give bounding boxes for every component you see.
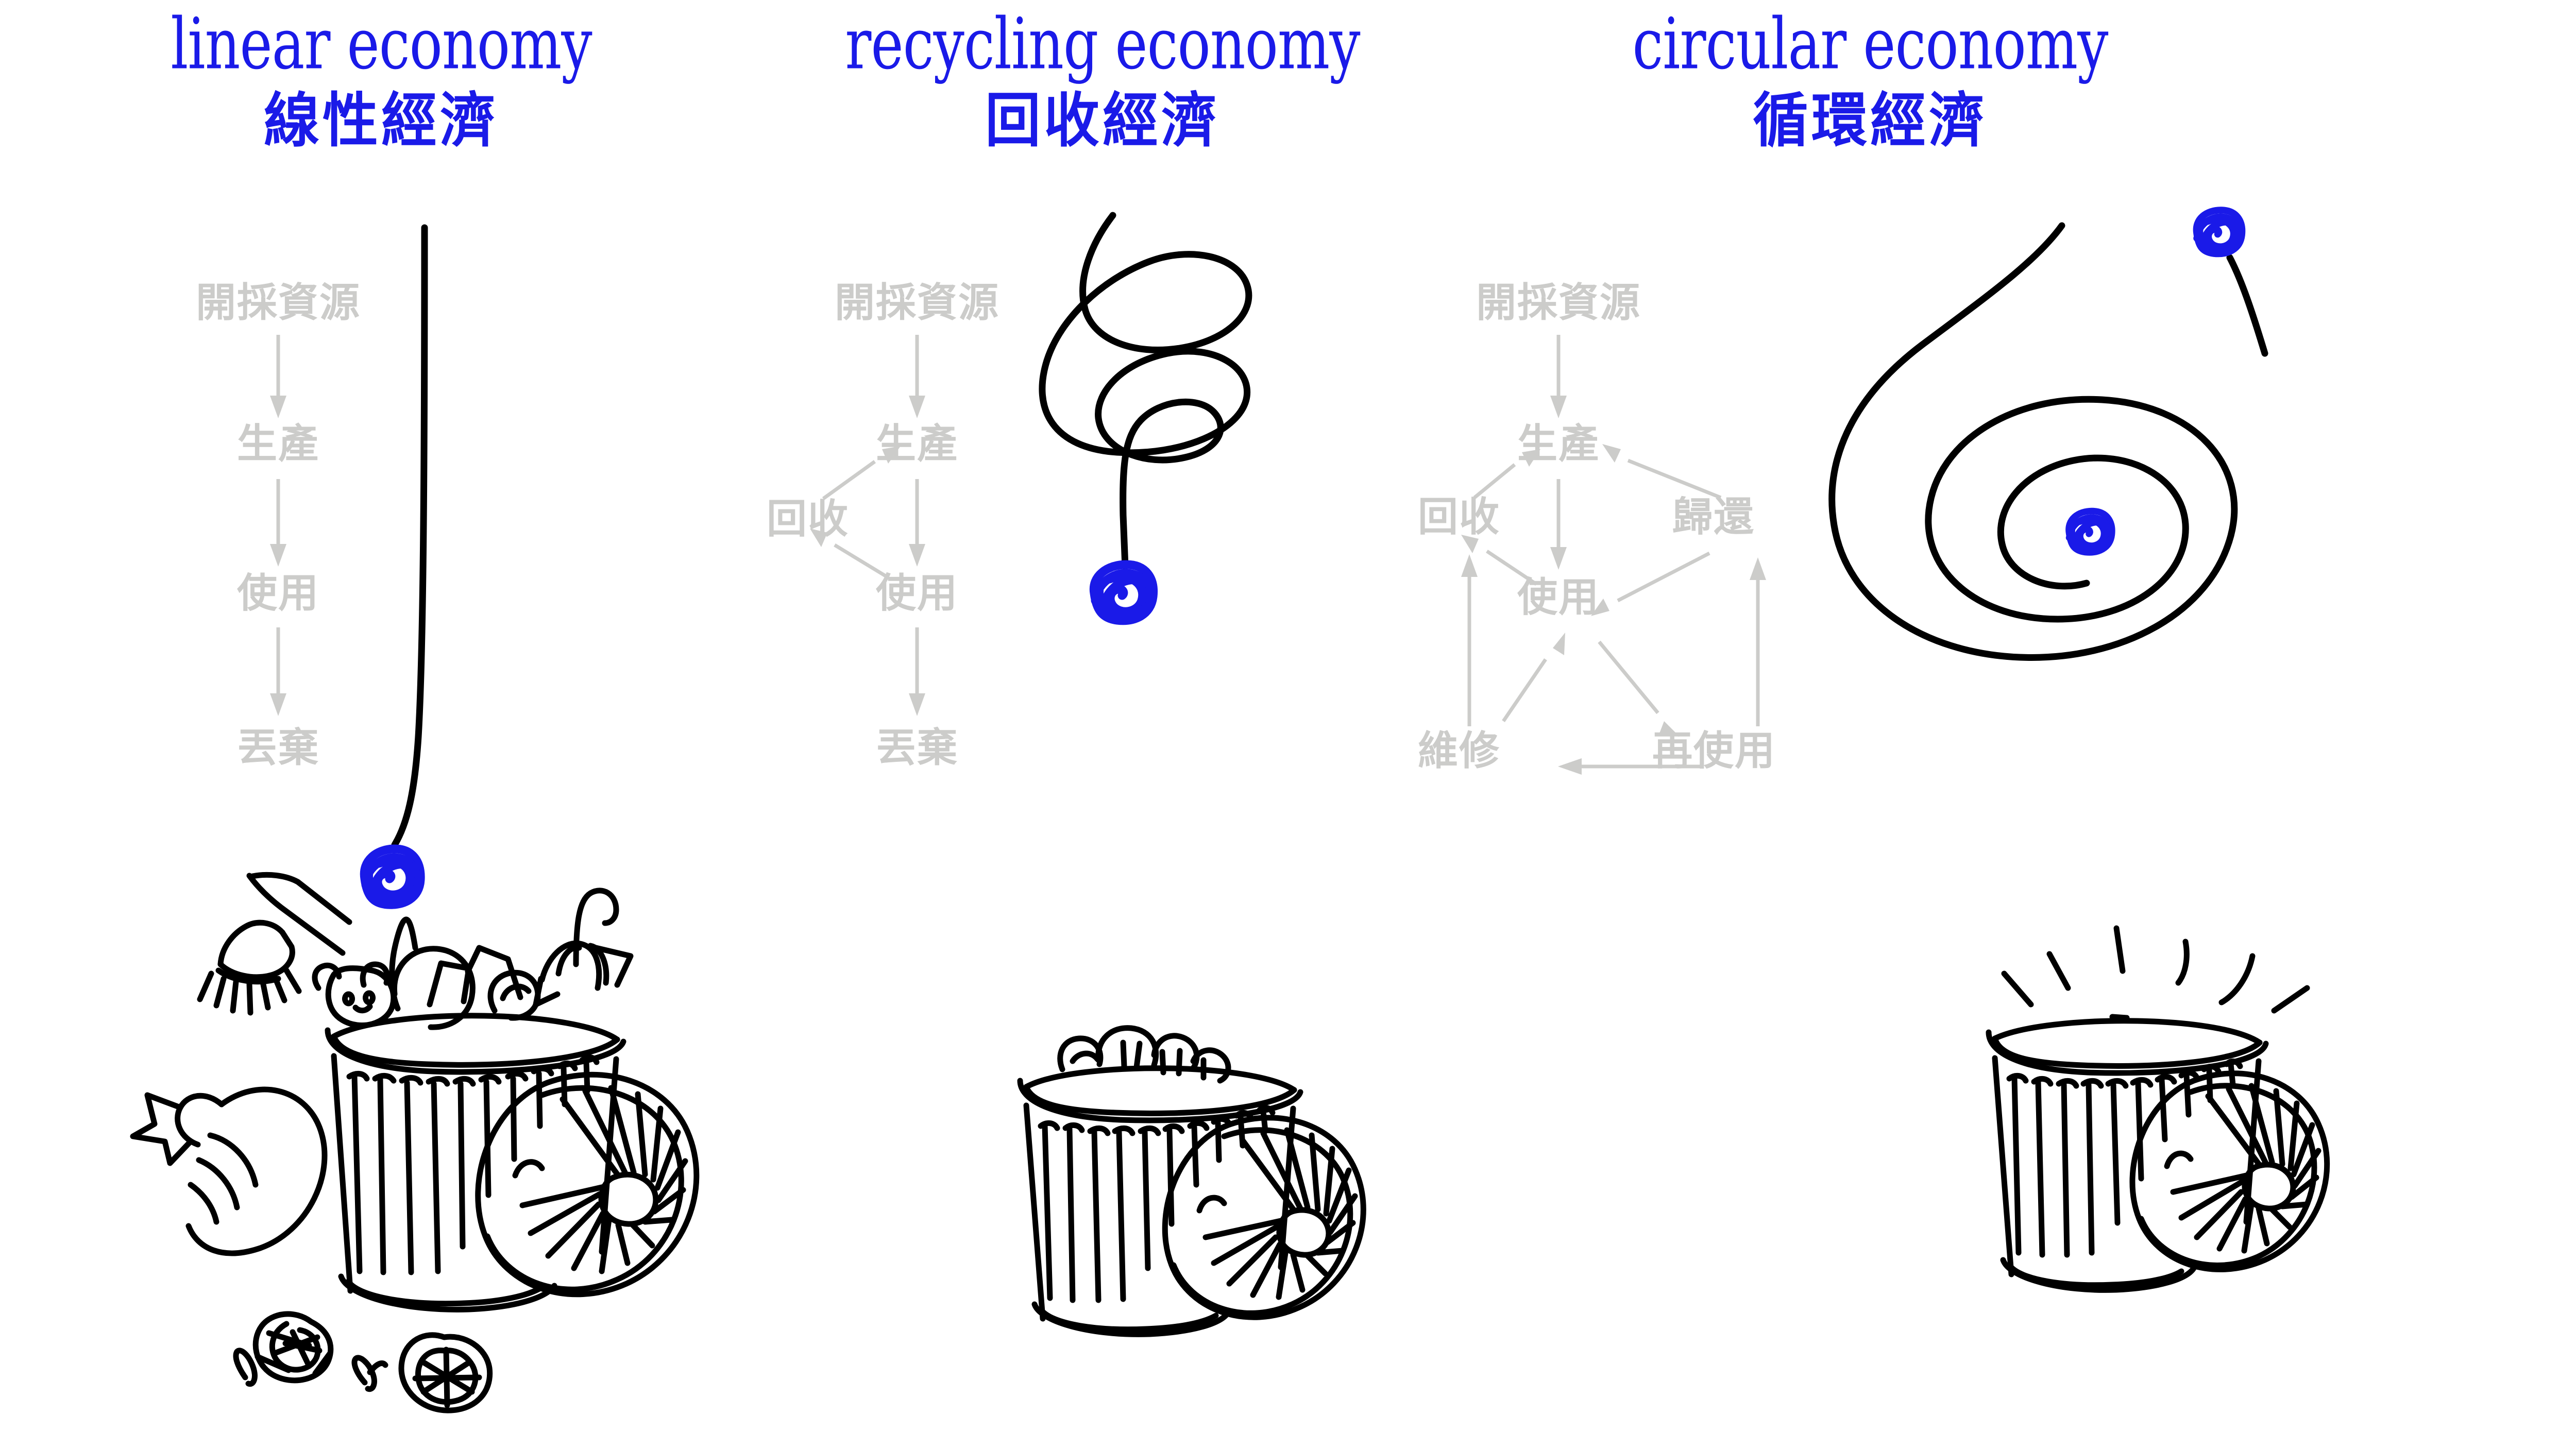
yarn-ball-circular-entry — [2193, 207, 2246, 258]
arrow-use-to-discard — [270, 627, 286, 716]
illustration-empty-bin — [1986, 925, 2330, 1293]
node-circular-use: 使用 — [1517, 574, 1600, 621]
thread-spiral-recycling — [1039, 212, 1252, 570]
circular-diagram-svg — [1461, 207, 2330, 1293]
column-circular-economy: circular economy 循環經濟 開採資源 生產 使用 回收 歸還 維… — [1418, 0, 2576, 1449]
node-linear-use: 使用 — [236, 570, 320, 617]
arrow-use-to-reuse — [1598, 640, 1680, 737]
arrow-produce-to-use — [270, 479, 286, 567]
arrow-return-to-use — [1591, 551, 1710, 616]
node-circular-return: 歸還 — [1672, 494, 1755, 540]
title-recycling-chinese: 回收經濟 — [985, 87, 1220, 155]
illustration-full-bin — [1017, 1025, 1366, 1337]
yarn-ball-recycling — [1089, 560, 1158, 625]
node-recycling-recycle: 回收 — [766, 496, 850, 542]
node-recycling-produce: 生產 — [875, 421, 959, 467]
node-circular-extract: 開採資源 — [1476, 280, 1641, 326]
node-circular-produce: 生產 — [1517, 421, 1600, 467]
arrow-produce-to-use — [909, 479, 925, 567]
node-circular-repair: 維修 — [1417, 728, 1501, 774]
linear-diagram-svg — [130, 224, 700, 1413]
node-linear-discard: 丟棄 — [236, 725, 320, 771]
arrow-return-to-produce — [1602, 444, 1722, 500]
title-linear-english: linear economy — [171, 3, 592, 86]
thread-entry-circular — [2226, 254, 2268, 357]
node-linear-produce: 生產 — [236, 421, 320, 467]
thread-spiral-circular — [1828, 222, 2238, 661]
title-circular-chinese: 循環經濟 — [1752, 87, 1988, 155]
arrow-extract-to-produce — [1550, 335, 1567, 418]
arrow-extract-to-produce — [270, 335, 286, 418]
recycling-diagram-svg — [810, 212, 1366, 1337]
arrow-extract-to-produce — [909, 335, 925, 418]
title-linear-chinese: 線性經濟 — [263, 87, 499, 155]
shine-lines — [2001, 925, 2310, 1014]
column-linear-economy: linear economy 線性經濟 開採資源 生產 使用 丟棄 — [0, 0, 762, 1449]
arrow-repair-to-use — [1502, 633, 1565, 722]
title-circular-english: circular economy — [1632, 3, 2108, 86]
arrow-use-to-discard — [909, 627, 925, 716]
yarn-ball-linear — [360, 844, 425, 909]
node-circular-reuse: 再使用 — [1652, 728, 1776, 774]
arrow-reuse-to-return — [1750, 557, 1766, 726]
thread-line-linear — [391, 224, 428, 848]
node-recycling-extract: 開採資源 — [834, 280, 1000, 326]
node-circular-recycle: 回收 — [1417, 494, 1501, 540]
arrow-produce-to-use — [1550, 479, 1567, 570]
node-linear-extract: 開採資源 — [195, 280, 361, 326]
node-recycling-discard: 丟棄 — [875, 725, 959, 771]
title-recycling-english: recycling economy — [845, 3, 1360, 86]
yarn-ball-circular-center — [2065, 507, 2115, 556]
arrow-repair-to-recycle — [1461, 554, 1478, 726]
node-recycling-use: 使用 — [875, 570, 959, 617]
illustration-overflowing-bin — [130, 872, 700, 1413]
column-recycling-economy: recycling economy 回收經濟 開採資源 生產 使用 丟棄 回收 — [762, 0, 1443, 1449]
